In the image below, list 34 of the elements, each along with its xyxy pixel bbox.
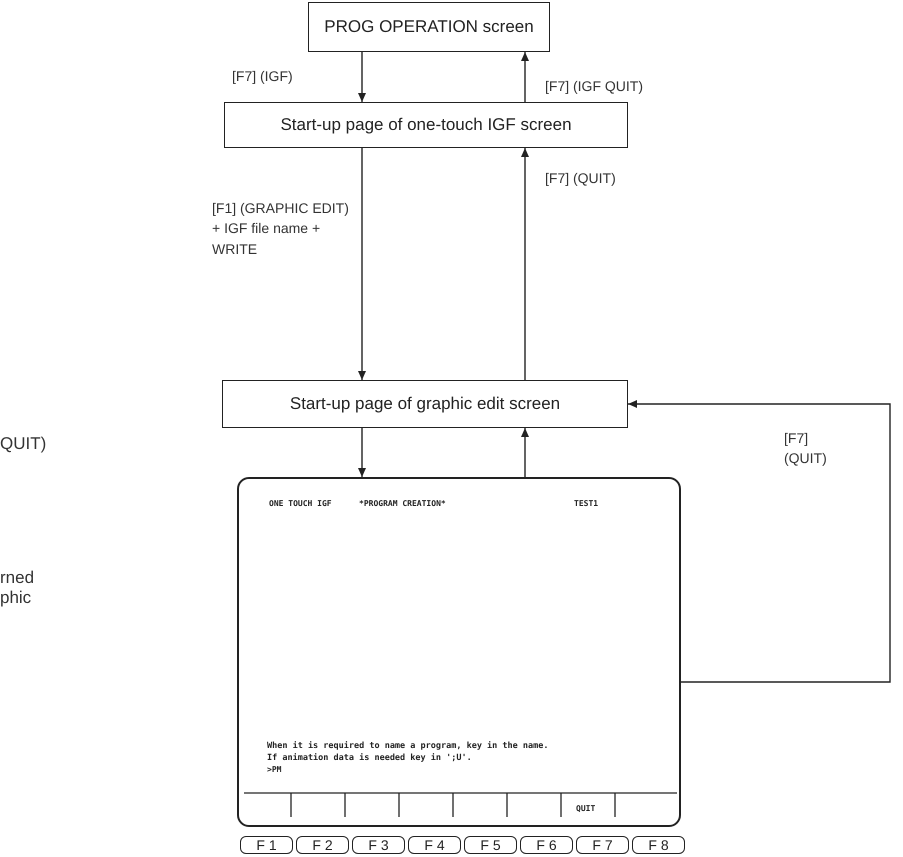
screen-box: Start-up page of graphic edit screen <box>222 380 628 428</box>
arrow <box>358 428 366 477</box>
edge-label: [F7] (IGF) <box>232 67 293 86</box>
arrow <box>521 52 529 102</box>
function-key: F 8 <box>632 836 685 854</box>
screen-text: *PROGRAM CREATION* <box>359 499 446 508</box>
screen-text: QUIT <box>576 804 596 813</box>
function-key: F 3 <box>352 836 405 854</box>
arrow <box>628 400 891 683</box>
screen-box: Start-up page of one-touch IGF screen <box>224 102 628 148</box>
edge-label: [F7] (QUIT) <box>545 169 616 188</box>
screen-text: TEST1 <box>574 499 598 508</box>
function-key: F 1 <box>240 836 293 854</box>
function-key: F 2 <box>296 836 349 854</box>
screen-text: ONE TOUCH IGF <box>269 499 332 508</box>
screen-display <box>237 477 681 827</box>
screen-text: If animation data is needed key in ';U'. <box>267 753 472 763</box>
cut-off-text: phic <box>0 587 32 609</box>
screen-text: >PM <box>267 765 282 774</box>
function-key: F 4 <box>408 836 461 854</box>
screen-box: PROG OPERATION screen <box>308 2 550 52</box>
arrow <box>358 52 366 102</box>
function-key: F 7 <box>576 836 629 854</box>
cut-off-text: rned <box>0 567 34 589</box>
cut-off-text: QUIT) <box>0 433 46 455</box>
function-key: F 5 <box>464 836 517 854</box>
edge-label: [F1] (GRAPHIC EDIT) + IGF file name + WRITE <box>212 199 350 259</box>
arrow <box>521 148 529 380</box>
edge-label: [F7] (QUIT) <box>784 429 828 468</box>
edge-label: [F7] (IGF QUIT) <box>545 77 643 96</box>
screen-text: When it is required to name a program, key in the name. <box>267 741 548 751</box>
arrow <box>521 428 529 477</box>
arrow <box>358 148 366 380</box>
function-key: F 6 <box>520 836 573 854</box>
